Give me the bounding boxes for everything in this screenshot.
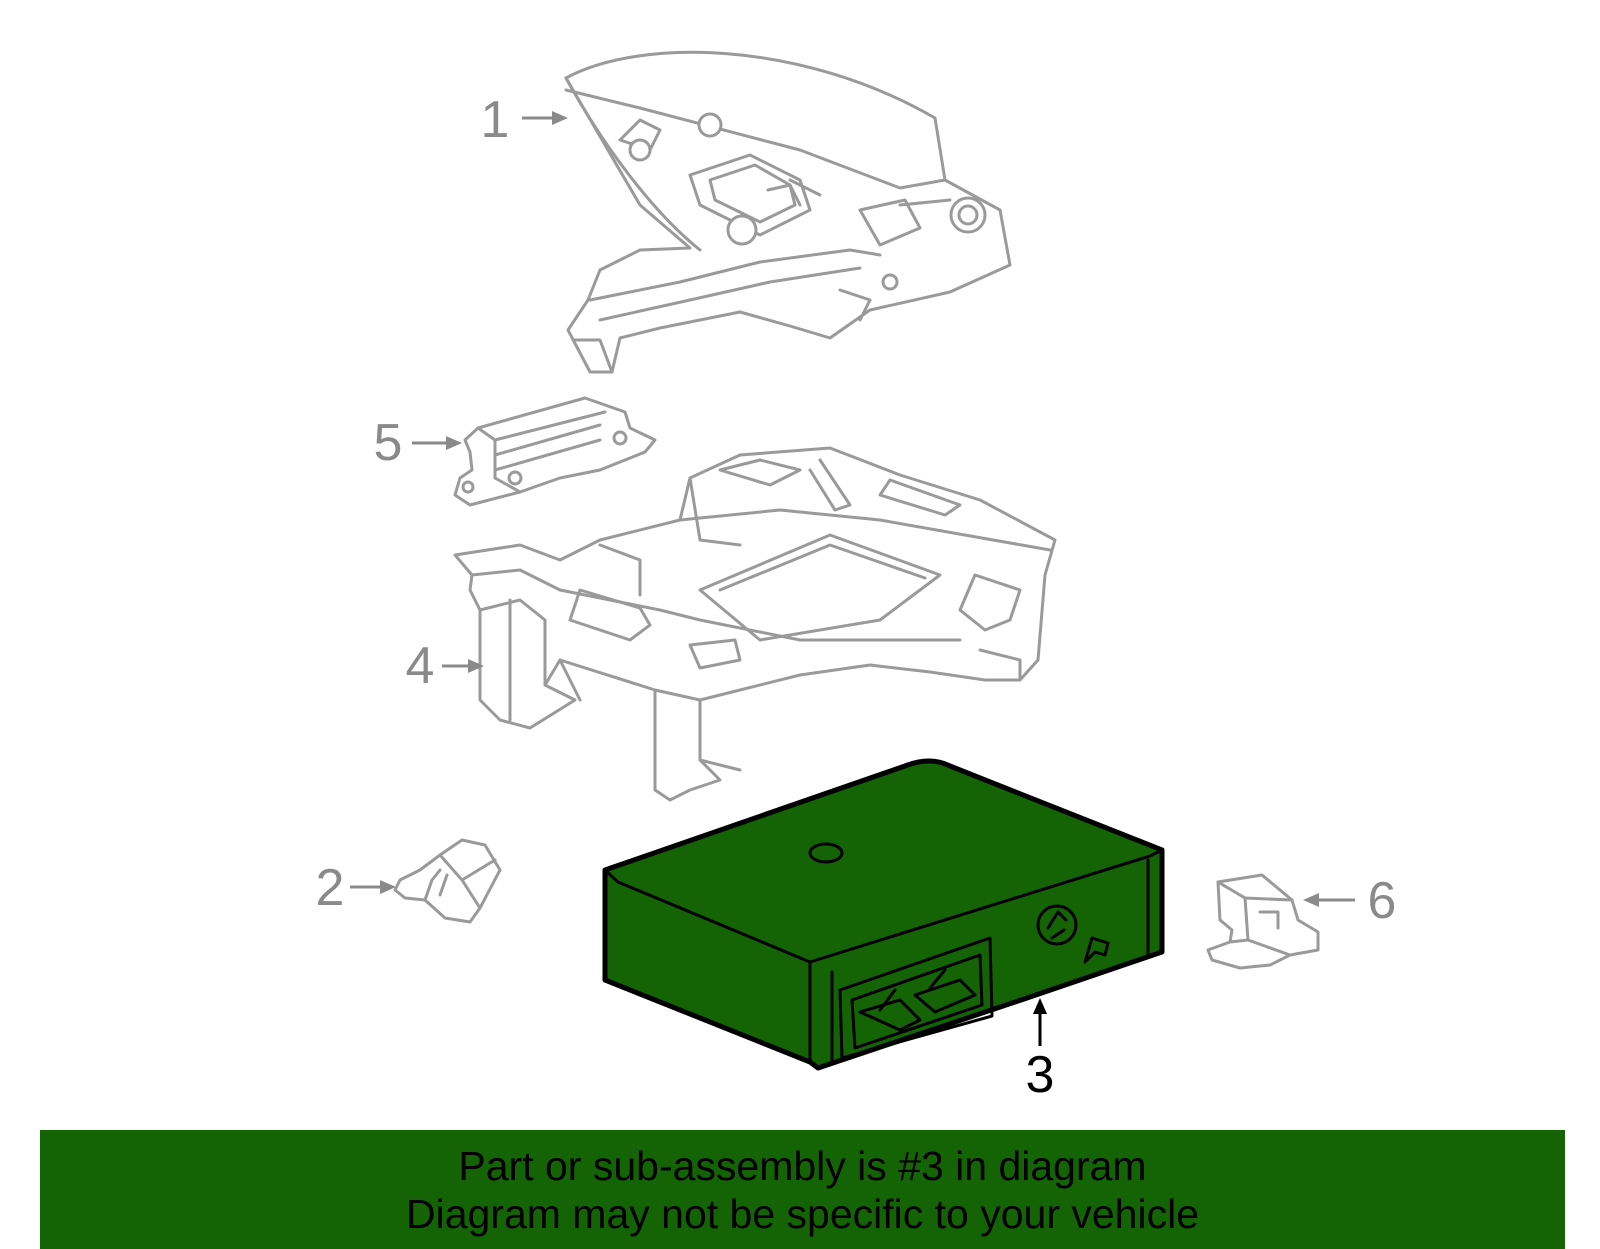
part-1-cover bbox=[564, 50, 1012, 374]
callout-1: 1 bbox=[481, 91, 568, 149]
banner-line-1: Part or sub-assembly is #3 in diagram bbox=[458, 1142, 1147, 1189]
callout-2: 2 bbox=[316, 859, 396, 917]
part-4-bracket bbox=[453, 446, 1057, 802]
svg-text:1: 1 bbox=[481, 91, 510, 149]
info-banner: Part or sub-assembly is #3 in diagram Di… bbox=[40, 1130, 1565, 1249]
callout-4: 4 bbox=[406, 637, 484, 695]
part-3-control-module[interactable] bbox=[602, 758, 1165, 1071]
parts-diagram: 1 5 4 bbox=[316, 50, 1396, 1104]
banner-line-2: Diagram may not be specific to your vehi… bbox=[405, 1190, 1199, 1237]
callout-6: 6 bbox=[1303, 872, 1396, 930]
callout-3: 3 bbox=[1026, 998, 1055, 1104]
svg-text:5: 5 bbox=[374, 414, 403, 472]
svg-text:2: 2 bbox=[316, 859, 345, 917]
svg-text:4: 4 bbox=[406, 637, 435, 695]
svg-text:3: 3 bbox=[1026, 1046, 1055, 1104]
part-5-connector bbox=[453, 396, 657, 507]
module-body bbox=[602, 758, 1165, 1071]
part-6-clip bbox=[1206, 873, 1320, 970]
svg-text:6: 6 bbox=[1368, 872, 1397, 930]
callout-5: 5 bbox=[374, 414, 462, 472]
part-2-clip bbox=[393, 838, 502, 924]
